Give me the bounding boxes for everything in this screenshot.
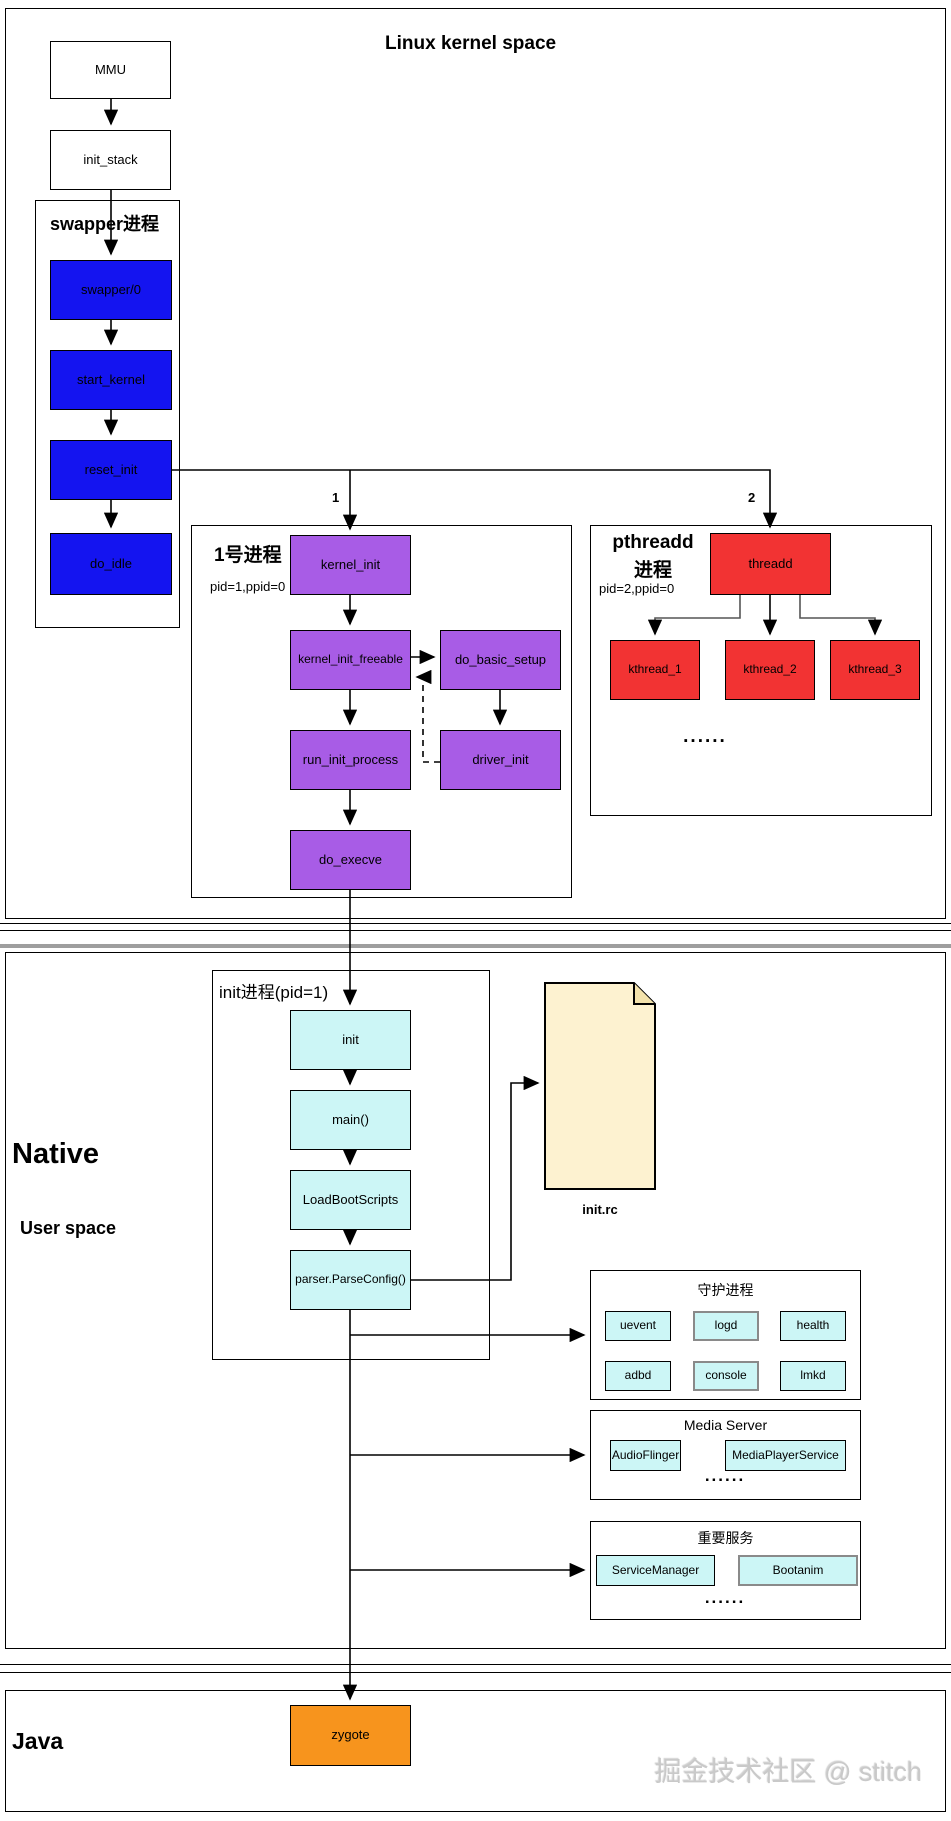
- services-container: [590, 1521, 861, 1620]
- node-mediaplayerservice: MediaPlayerService: [725, 1440, 846, 1471]
- kernel-space-container: [5, 8, 946, 919]
- media-server-container: [590, 1410, 861, 1500]
- node-do-idle: do_idle: [50, 533, 172, 595]
- node-swapper0: swapper/0: [50, 260, 172, 320]
- node-driver-init: driver_init: [440, 730, 561, 790]
- node-servicemanager: ServiceManager: [596, 1555, 715, 1586]
- node-threadd: threadd: [710, 533, 831, 595]
- pthreadd-title-line2: 进程: [633, 560, 672, 581]
- native-space-container: [5, 952, 946, 1649]
- separator-line: [0, 930, 951, 931]
- document-shape: [544, 982, 656, 1190]
- services-title: 重要服务: [697, 1530, 754, 1546]
- init-rc-label: init.rc: [582, 1202, 618, 1217]
- media-server-title: Media Server: [683, 1417, 768, 1433]
- node-logd: logd: [693, 1311, 759, 1341]
- node-do-basic-setup: do_basic_setup: [440, 630, 561, 690]
- node-parser-parseconfig: parser.ParseConfig(): [290, 1250, 411, 1310]
- daemons-container: [590, 1270, 861, 1400]
- node-run-init-process: run_init_process: [290, 730, 411, 790]
- separator-line: [0, 923, 951, 924]
- native-label: Native: [12, 1138, 100, 1170]
- swapper-process-container: [35, 200, 180, 628]
- pthreadd-title-line1: pthreadd: [612, 532, 694, 553]
- node-start-kernel: start_kernel: [50, 350, 172, 410]
- node-adbd: adbd: [605, 1361, 671, 1391]
- separator-line: [0, 1672, 951, 1673]
- node-init-stack: init_stack: [50, 130, 171, 190]
- node-bootanim: Bootanim: [738, 1555, 858, 1586]
- node-zygote: zygote: [290, 1705, 411, 1766]
- node-audioflinger: AudioFlinger: [610, 1440, 681, 1471]
- separator-gray-bar: [0, 944, 951, 948]
- node-do-execve: do_execve: [290, 830, 411, 890]
- node-loadbootscripts: LoadBootScripts: [290, 1170, 411, 1230]
- node-lmkd: lmkd: [780, 1361, 846, 1391]
- branch-label-2: 2: [748, 490, 756, 505]
- node-kthread-1: kthread_1: [610, 640, 700, 700]
- node-main: main(): [290, 1090, 411, 1150]
- document-fold-corner: [633, 983, 655, 1005]
- user-space-label: User space: [20, 1218, 117, 1238]
- node-reset-init: reset_init: [50, 440, 172, 500]
- separator-line: [0, 1664, 951, 1665]
- java-label: Java: [12, 1728, 64, 1754]
- node-console: console: [693, 1361, 759, 1391]
- node-kernel-init-freeable: kernel_init_freeable: [290, 630, 411, 690]
- node-kernel-init: kernel_init: [290, 535, 411, 595]
- branch-label-1: 1: [332, 490, 340, 505]
- proc1-title: 1号进程: [214, 545, 282, 566]
- pthreadd-pid-label: pid=2,ppid=0: [599, 581, 675, 596]
- swapper-process-title: swapper进程: [50, 214, 160, 234]
- java-space-container: [5, 1690, 946, 1812]
- node-init: init: [290, 1010, 411, 1070]
- services-ellipsis: ......: [704, 1588, 746, 1607]
- pthreadd-ellipsis: ......: [683, 726, 727, 747]
- node-mmu: MMU: [50, 41, 171, 99]
- node-uevent: uevent: [605, 1311, 671, 1341]
- node-kthread-3: kthread_3: [830, 640, 920, 700]
- proc1-pid-label: pid=1,ppid=0: [210, 579, 286, 594]
- init-rc-document: [544, 982, 656, 1190]
- init-process-title: init进程(pid=1): [219, 983, 329, 1002]
- node-kthread-2: kthread_2: [725, 640, 815, 700]
- node-health: health: [780, 1311, 846, 1341]
- daemons-title: 守护进程: [697, 1282, 754, 1298]
- watermark: 掘金技术社区 @ stitch: [654, 1757, 922, 1787]
- media-ellipsis: ......: [704, 1466, 746, 1485]
- kernel-space-title: Linux kernel space: [385, 33, 557, 54]
